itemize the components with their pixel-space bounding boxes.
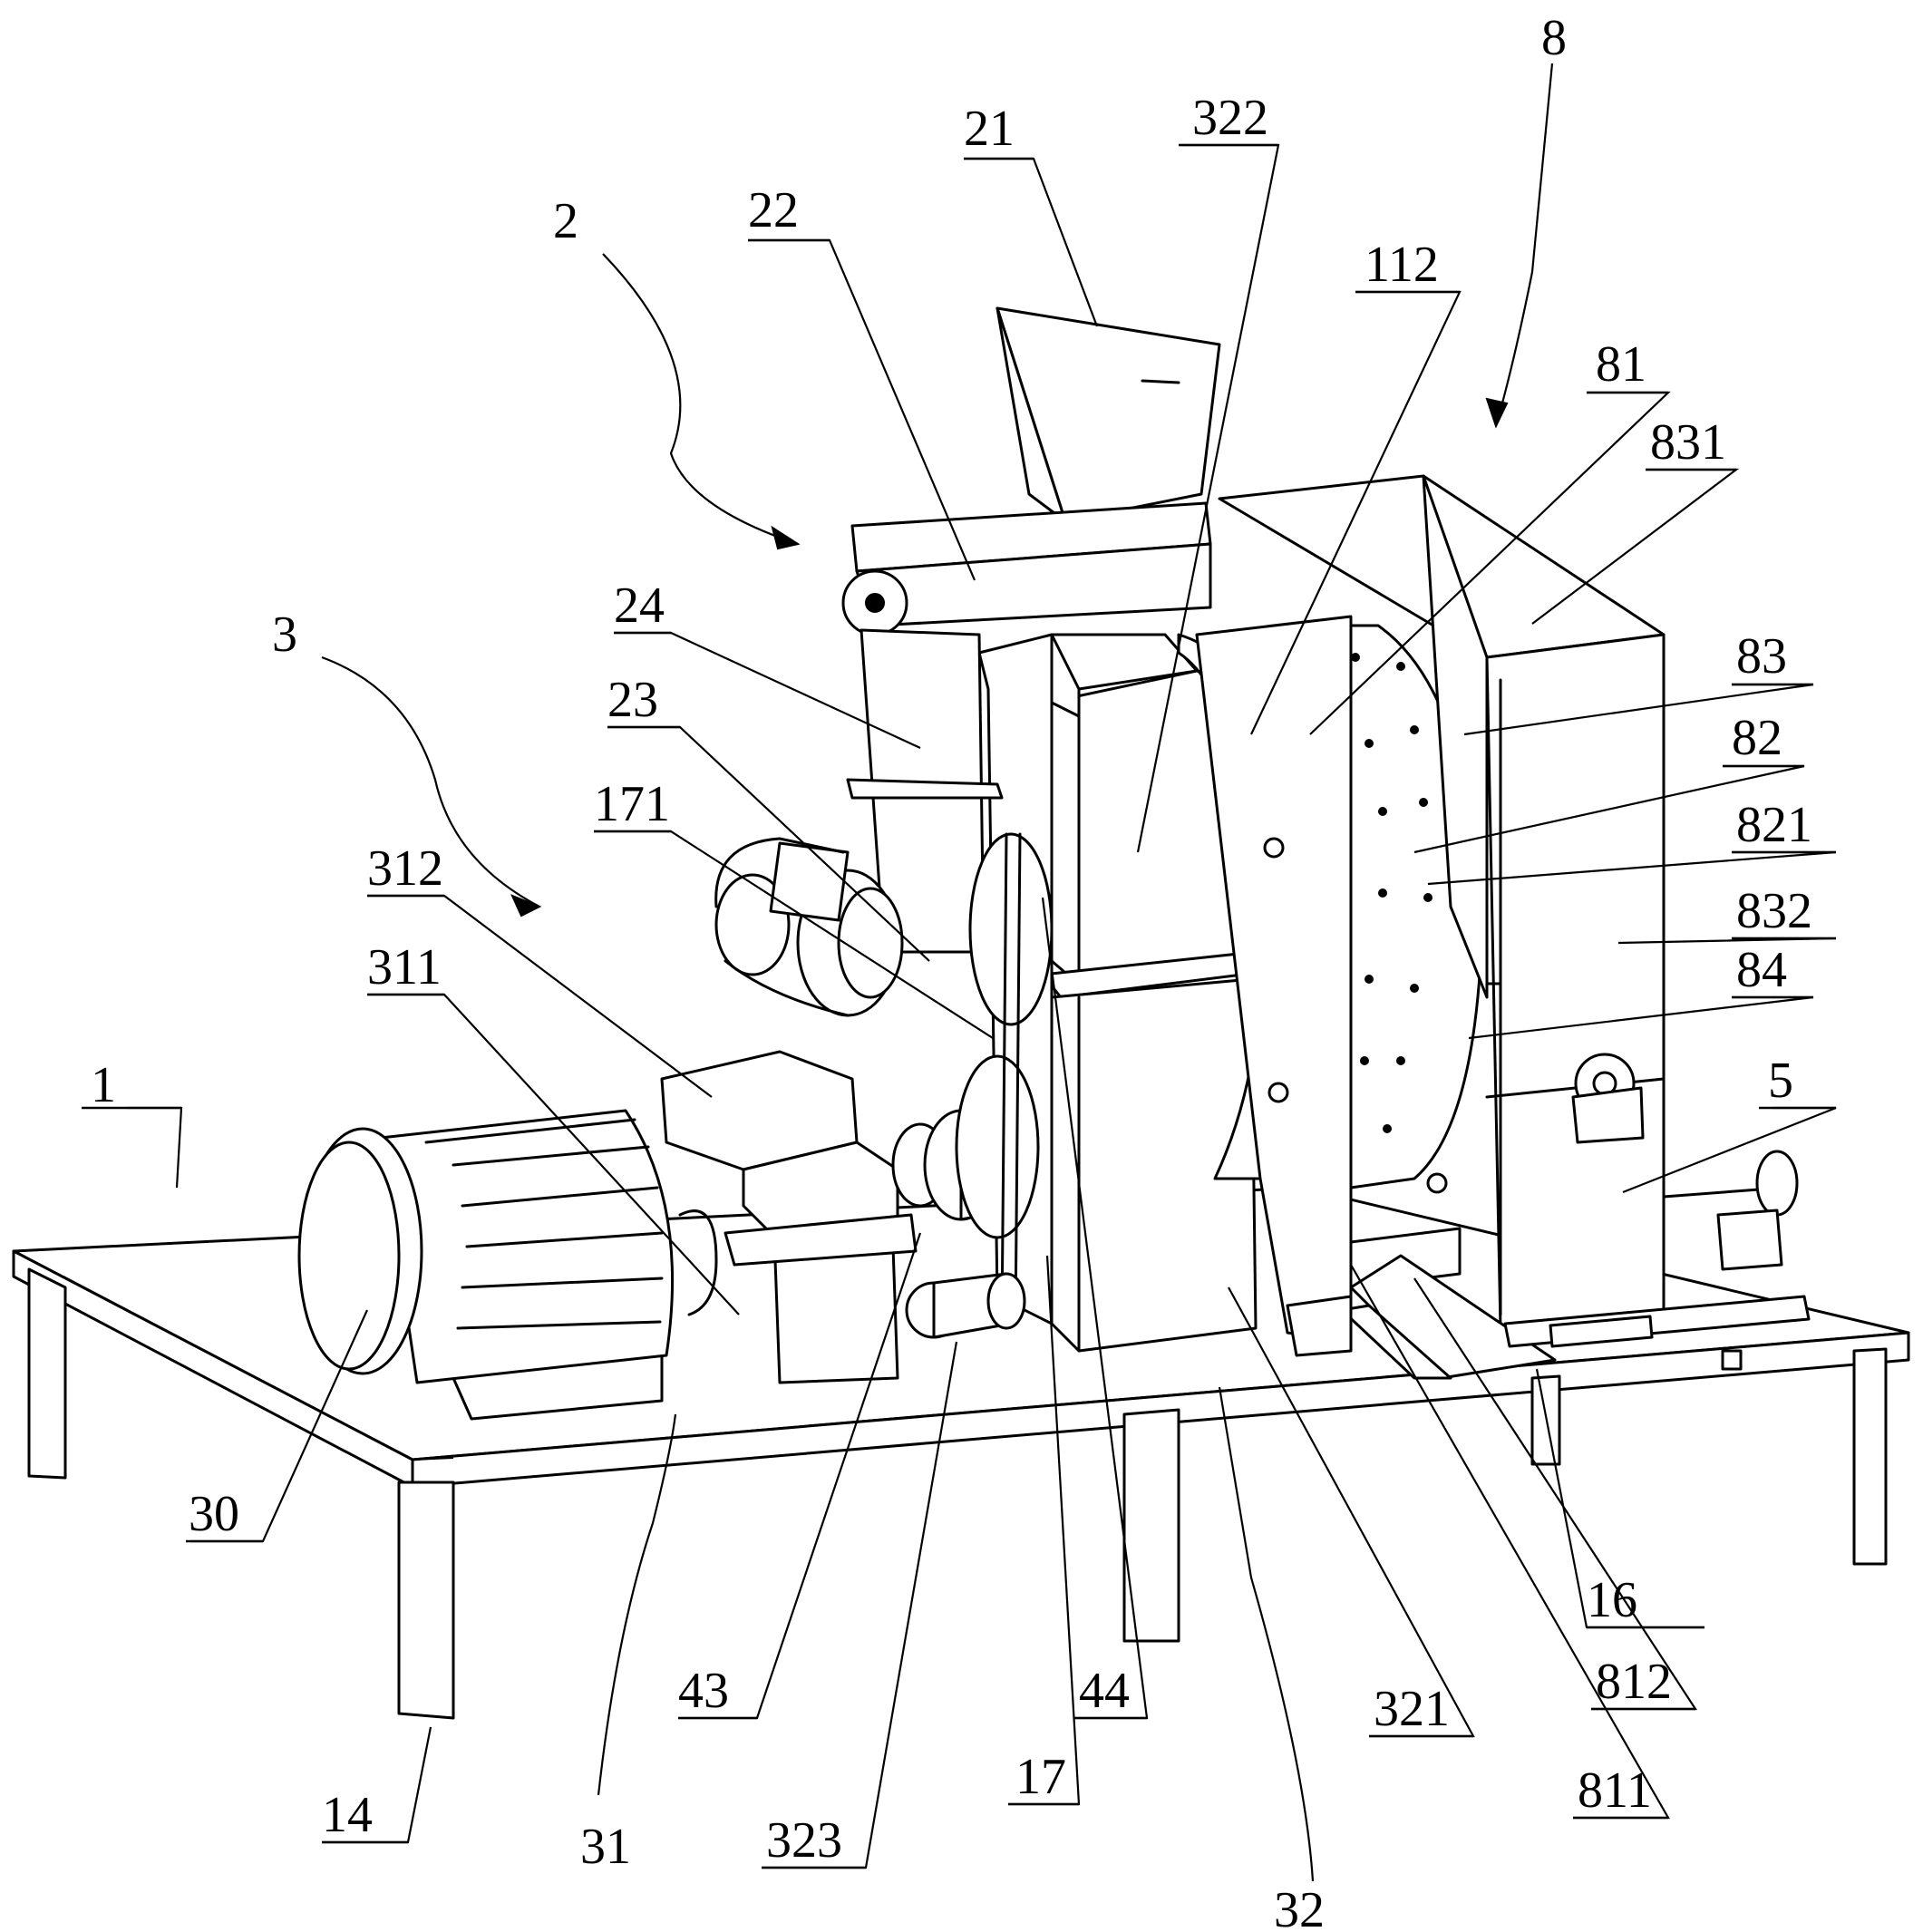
label-17: 17 bbox=[1015, 1749, 1066, 1805]
label-83: 83 bbox=[1736, 628, 1787, 684]
label-43: 43 bbox=[678, 1663, 729, 1719]
reference-labels: 1 2 3 5 8 14 16 17 21 22 23 24 30 31 32 … bbox=[82, 10, 1836, 1932]
label-14: 14 bbox=[322, 1787, 373, 1843]
right-cabinet bbox=[1218, 474, 1799, 1330]
side-wheels bbox=[905, 832, 1054, 1339]
label-3: 3 bbox=[272, 607, 297, 663]
label-812: 812 bbox=[1596, 1654, 1672, 1710]
label-82: 82 bbox=[1732, 710, 1782, 766]
label-321: 321 bbox=[1374, 1681, 1450, 1737]
label-44: 44 bbox=[1079, 1663, 1130, 1719]
label-30: 30 bbox=[189, 1486, 239, 1542]
label-832: 832 bbox=[1736, 883, 1812, 939]
label-2: 2 bbox=[553, 193, 578, 249]
label-312: 312 bbox=[367, 840, 443, 897]
label-811: 811 bbox=[1578, 1762, 1652, 1819]
label-81: 81 bbox=[1596, 336, 1646, 393]
label-32: 32 bbox=[1274, 1882, 1325, 1932]
label-23: 23 bbox=[607, 672, 658, 728]
label-5: 5 bbox=[1768, 1053, 1793, 1109]
motor bbox=[297, 1109, 718, 1421]
label-24: 24 bbox=[614, 578, 665, 634]
label-171: 171 bbox=[594, 776, 670, 832]
label-22: 22 bbox=[748, 182, 799, 238]
label-8: 8 bbox=[1541, 10, 1567, 66]
label-322: 322 bbox=[1192, 90, 1268, 146]
label-311: 311 bbox=[367, 939, 442, 995]
label-821: 821 bbox=[1736, 797, 1812, 853]
label-21: 21 bbox=[964, 101, 1015, 157]
label-112: 112 bbox=[1365, 237, 1439, 293]
label-31: 31 bbox=[580, 1819, 631, 1875]
label-1: 1 bbox=[91, 1057, 116, 1113]
label-16: 16 bbox=[1587, 1572, 1637, 1628]
label-84: 84 bbox=[1736, 942, 1787, 998]
label-831: 831 bbox=[1650, 414, 1726, 471]
arrowheads bbox=[510, 397, 1509, 917]
label-323: 323 bbox=[766, 1812, 842, 1869]
